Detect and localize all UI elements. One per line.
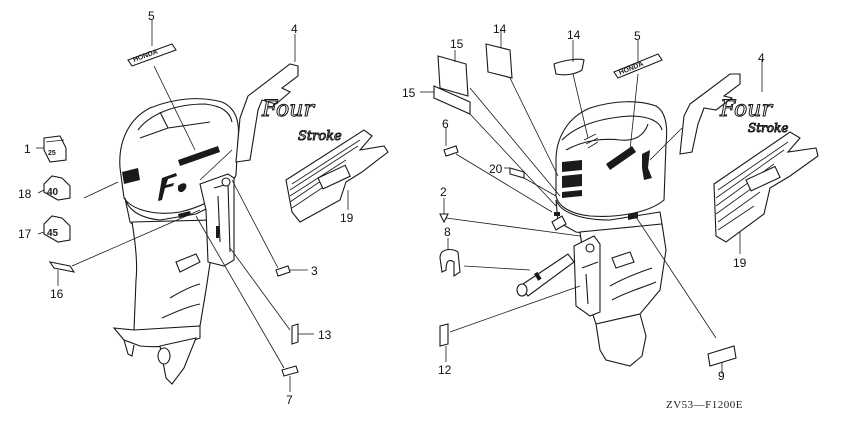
four-text-right: Four bbox=[719, 97, 773, 122]
callout-5-left: 5 bbox=[148, 9, 155, 23]
f-mark-right bbox=[642, 150, 652, 180]
left-label-16 bbox=[48, 261, 76, 273]
right-leader-lines bbox=[420, 30, 763, 374]
left-leader-lines bbox=[36, 20, 349, 392]
callout-12: 12 bbox=[438, 363, 452, 377]
right-label-8 bbox=[439, 248, 461, 278]
callout-4-right: 4 bbox=[758, 51, 765, 65]
right-label-12 bbox=[439, 323, 449, 347]
f-mark bbox=[158, 173, 177, 201]
right-label-9 bbox=[707, 345, 737, 367]
left-emblem-45: 45 bbox=[43, 215, 71, 243]
left-label-3 bbox=[275, 265, 291, 277]
callout-18: 18 bbox=[18, 187, 32, 201]
emblem-40-text: 40 bbox=[47, 187, 59, 198]
emblem-45-text: 45 bbox=[47, 228, 59, 239]
callout-5-right: 5 bbox=[634, 29, 641, 43]
callout-13: 13 bbox=[318, 328, 332, 342]
left-four-stroke-decal: Four Stroke bbox=[235, 63, 343, 163]
right-side-stripe-decal bbox=[713, 131, 819, 243]
right-label-14 bbox=[553, 58, 585, 76]
callout-3: 3 bbox=[311, 264, 318, 278]
callout-1: 1 bbox=[24, 142, 31, 156]
right-label-10 bbox=[485, 43, 513, 79]
callout-8: 8 bbox=[444, 225, 451, 239]
stroke-text: Stroke bbox=[298, 129, 342, 144]
callout-6: 6 bbox=[442, 117, 449, 131]
honda-emblem-text-right: HONDA bbox=[618, 61, 644, 77]
left-side-stripe-decal bbox=[285, 129, 389, 223]
emblem-25-text: 25 bbox=[48, 150, 56, 157]
right-four-stroke-decal: Four Stroke bbox=[679, 73, 789, 155]
left-honda-emblem: HONDA bbox=[127, 43, 177, 67]
callout-7: 7 bbox=[286, 393, 293, 407]
left-label-7 bbox=[281, 365, 299, 377]
left-emblem-40: 40 bbox=[43, 175, 71, 201]
callout-15: 15 bbox=[402, 86, 416, 100]
four-text: Four bbox=[261, 97, 315, 122]
callout-20-overlay: 20 bbox=[489, 162, 503, 176]
right-outboard-motor bbox=[516, 101, 668, 367]
cowl-badge bbox=[122, 168, 140, 184]
callout-2: 2 bbox=[440, 185, 447, 199]
bracket-mark bbox=[216, 226, 219, 238]
callout-9: 9 bbox=[718, 369, 725, 383]
drawing-code: ZV53—F1200E bbox=[666, 399, 743, 411]
callout-11: 15 bbox=[450, 37, 464, 51]
right-label-11 bbox=[437, 55, 469, 97]
left-outboard-motor bbox=[112, 98, 240, 385]
callout-19-right-overlay: 19 bbox=[733, 256, 747, 270]
callout-14: 14 bbox=[567, 28, 581, 42]
right-label-6 bbox=[443, 145, 459, 157]
callout-17: 17 bbox=[18, 227, 32, 241]
top-cover-mark bbox=[583, 133, 599, 149]
callout-16: 16 bbox=[50, 287, 64, 301]
callout-19-left: 19 bbox=[340, 211, 354, 225]
left-emblem-25: 25 bbox=[43, 135, 67, 163]
stroke-text-right: Stroke bbox=[748, 121, 788, 135]
callout-10: 14 bbox=[493, 22, 507, 36]
callout-4-left: 4 bbox=[291, 22, 298, 36]
cowl-stripe bbox=[178, 146, 220, 166]
left-label-13 bbox=[291, 323, 299, 345]
